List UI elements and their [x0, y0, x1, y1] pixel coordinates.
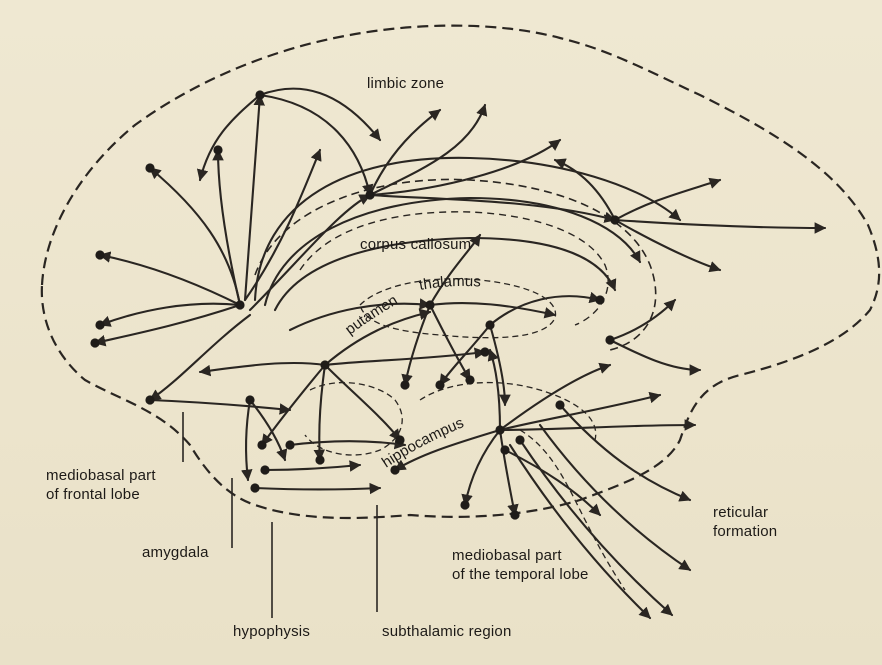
fiber-arrow	[150, 315, 250, 400]
fiber-arrow	[465, 430, 500, 505]
fiber-arrow	[615, 220, 720, 270]
fiber-arrow	[430, 303, 555, 315]
reticular-line2: formation	[713, 522, 777, 541]
neuron-node	[285, 440, 294, 449]
fiber-arrow	[200, 95, 260, 180]
fiber-arrow	[510, 445, 650, 618]
neuron-node	[260, 465, 269, 474]
subthalamic-region-label: subthalamic region	[382, 622, 512, 641]
neuron-node	[605, 335, 614, 344]
neuron-node	[250, 483, 259, 492]
fiber-arrow	[262, 365, 325, 445]
fiber-arrow	[615, 220, 825, 228]
neuron-node	[485, 320, 494, 329]
mediobasal-temporal-line1: mediobasal part	[452, 546, 589, 565]
fiber-arrow	[265, 465, 360, 470]
mediobasal-temporal-line2: of the temporal lobe	[452, 565, 589, 584]
brain-outline	[42, 26, 879, 518]
corpus-callosum-label: corpus callosum	[360, 235, 471, 254]
fiber-arrow	[255, 488, 380, 490]
amygdala-label: amygdala	[142, 543, 209, 562]
fiber-arrow	[500, 430, 515, 515]
neuron-node	[145, 163, 154, 172]
fiber-arrow	[500, 365, 610, 430]
neuron-node	[510, 510, 519, 519]
mediobasal-temporal-label: mediobasal part of the temporal lobe	[452, 546, 589, 584]
neuron-node	[257, 440, 266, 449]
neuron-node	[595, 295, 604, 304]
neuron-node	[435, 380, 444, 389]
neuron-node	[90, 338, 99, 347]
neuron-node	[320, 360, 329, 369]
neuron-node	[235, 300, 244, 309]
neuron-node	[400, 380, 409, 389]
fiber-arrow	[520, 440, 672, 615]
fiber-arrow	[610, 300, 675, 340]
fiber-arrow	[95, 305, 240, 343]
fiber-arrow	[100, 255, 240, 305]
fiber-arrow	[218, 150, 240, 305]
neuron-node	[425, 300, 434, 309]
neuron-node	[460, 500, 469, 509]
neuron-node	[95, 250, 104, 259]
fiber-arrow	[615, 180, 720, 220]
mediobasal-frontal-line2: of frontal lobe	[46, 485, 156, 504]
fiber-arrow	[260, 89, 380, 140]
neuron-node	[610, 215, 619, 224]
reticular-formation-label: reticular formation	[713, 503, 777, 541]
neuron-node	[555, 400, 564, 409]
fiber-arrow	[500, 425, 695, 430]
fiber-arrow	[100, 304, 240, 325]
fiber-arrow	[200, 363, 325, 372]
fiber-arrow	[246, 400, 250, 480]
reticular-line1: reticular	[713, 503, 777, 522]
neuron-node	[145, 395, 154, 404]
fiber-arrow	[290, 441, 405, 445]
mediobasal-frontal-line1: mediobasal part	[46, 466, 156, 485]
neuron-node	[465, 375, 474, 384]
fiber-arrow	[260, 95, 370, 195]
neuron-node	[495, 425, 504, 434]
neuron-node	[500, 445, 509, 454]
neuron-node	[480, 347, 489, 356]
neuron-node	[255, 90, 264, 99]
limbic-zone-label: limbic zone	[367, 74, 444, 93]
mediobasal-frontal-label: mediobasal part of frontal lobe	[46, 466, 156, 504]
hypophysis-label: hypophysis	[233, 622, 310, 641]
fiber-arrow	[319, 365, 325, 460]
putamen-label: putamen	[342, 292, 401, 339]
neuron-node	[95, 320, 104, 329]
thalamus-label: thalamus	[418, 273, 482, 294]
neuron-node	[365, 190, 374, 199]
neuron-node	[315, 455, 324, 464]
fiber-arrow	[150, 400, 290, 410]
neuron-node	[213, 145, 222, 154]
fiber-arrow	[325, 365, 400, 440]
fiber-arrow	[370, 105, 485, 195]
neuron-node	[515, 435, 524, 444]
label-leader-lines	[183, 412, 377, 618]
neuron-node	[245, 395, 254, 404]
fiber-arrow	[430, 305, 470, 380]
